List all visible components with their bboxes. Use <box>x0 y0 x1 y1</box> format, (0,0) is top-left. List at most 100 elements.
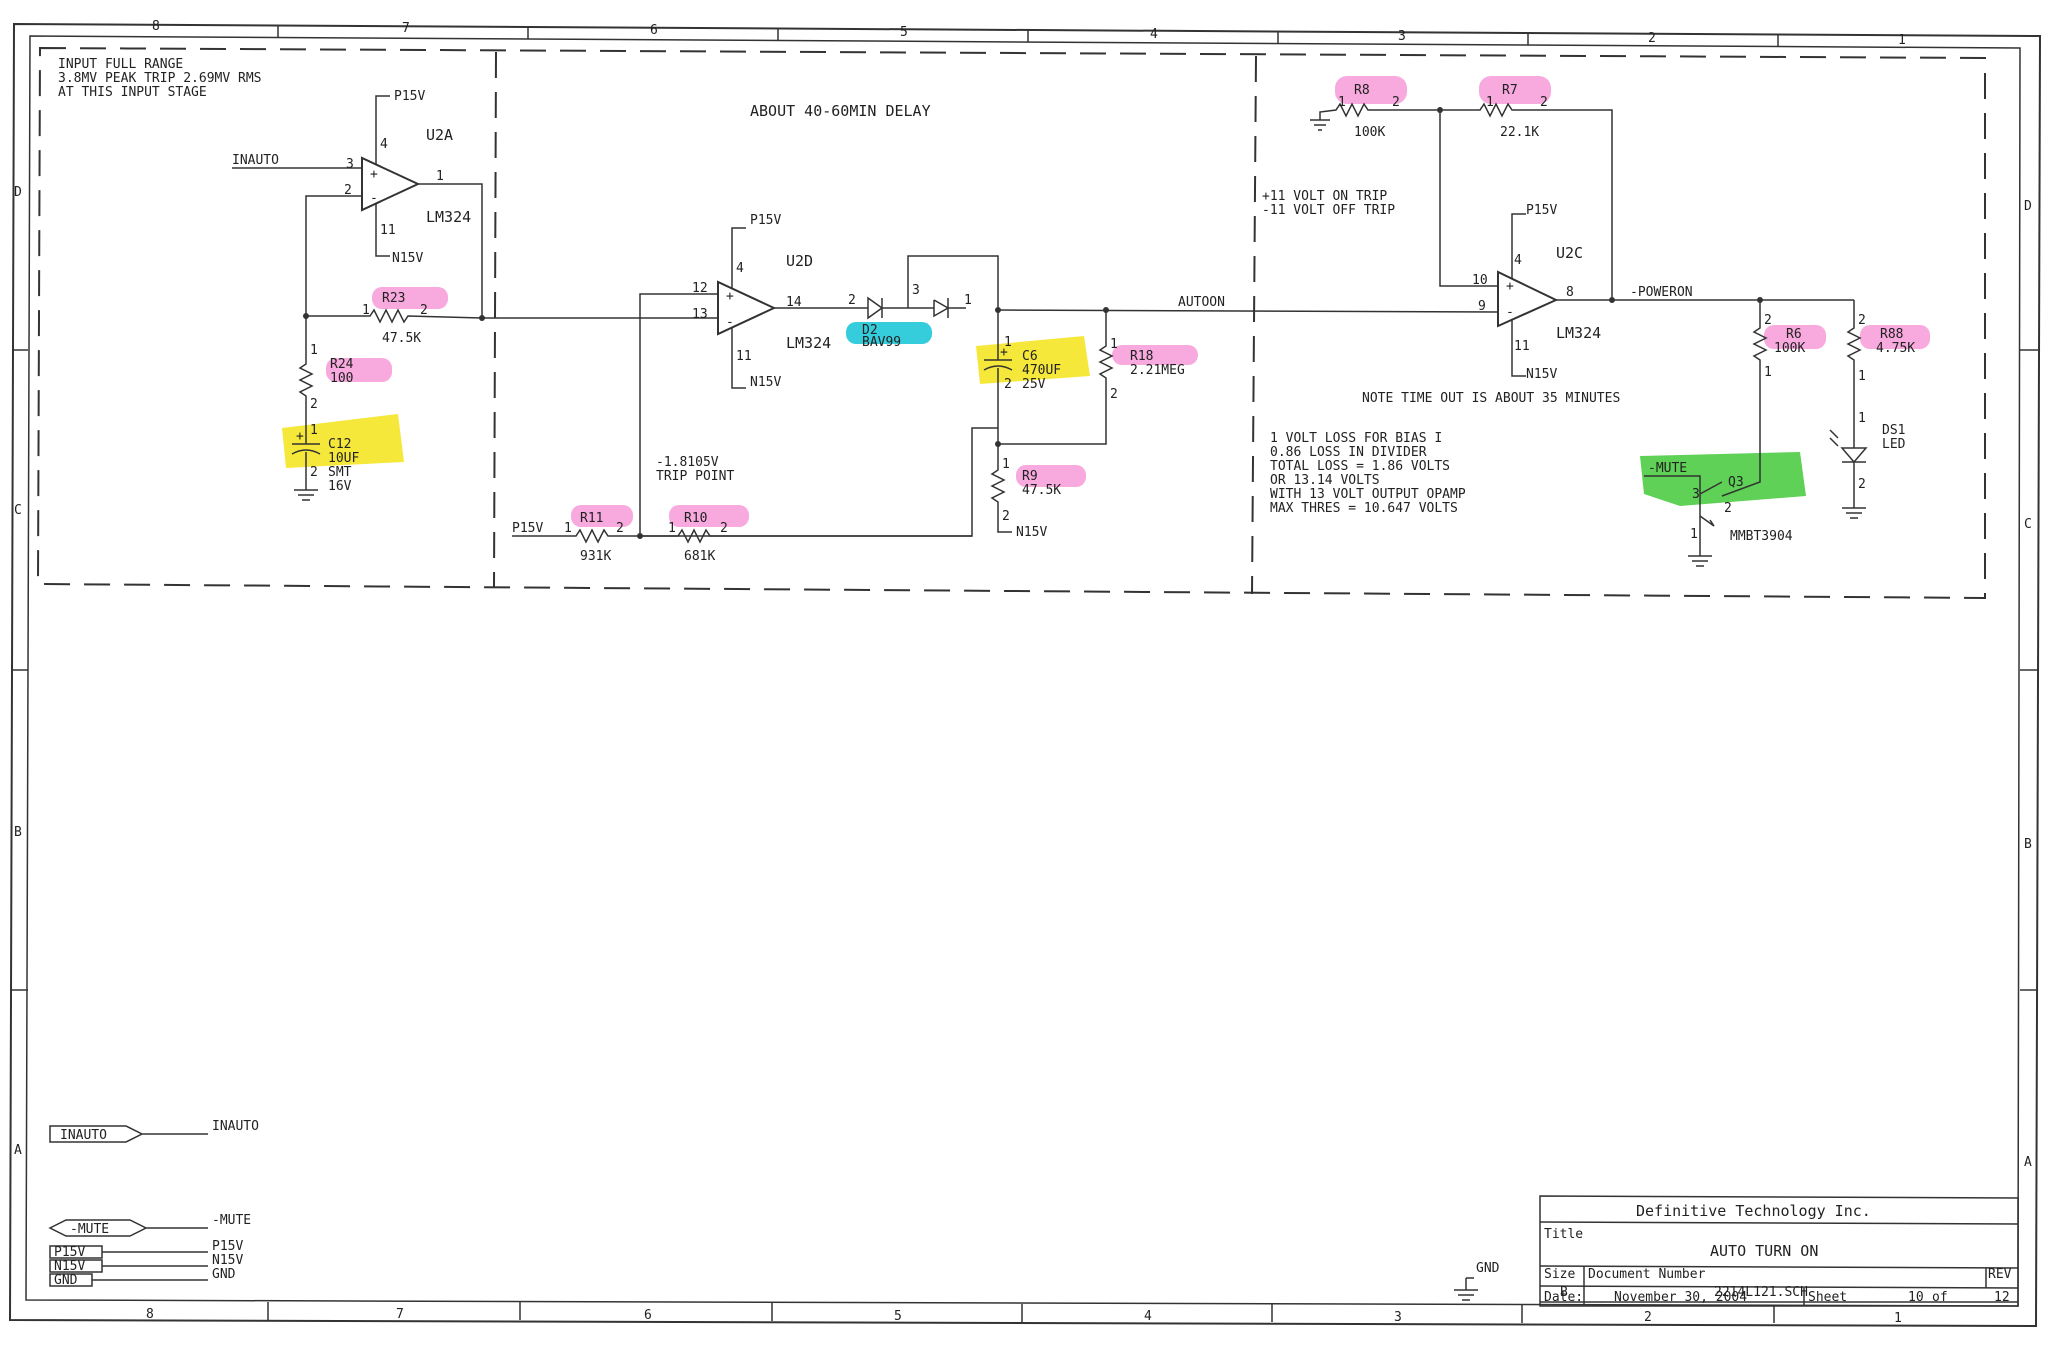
svg-text:25V: 25V <box>1022 377 1046 392</box>
capacitor-c12: + C12 10UF SMT 16V 1 2 <box>291 423 359 494</box>
svg-text:-: - <box>1506 305 1514 320</box>
resistor-r18: R18 2.21MEG 1 2 <box>995 310 1185 447</box>
svg-text:1: 1 <box>964 293 972 308</box>
svg-text:8: 8 <box>1566 285 1574 300</box>
highlights <box>282 76 1930 527</box>
svg-text:8: 8 <box>152 19 160 34</box>
svg-text:8: 8 <box>146 1307 154 1322</box>
svg-text:Title: Title <box>1544 1227 1583 1242</box>
svg-text:2: 2 <box>310 465 318 480</box>
opamp-u2a: + - U2A LM324 3 2 1 4 11 P15V N15V <box>344 89 471 266</box>
svg-text:2: 2 <box>720 521 728 536</box>
poweron-net: -POWERON <box>1556 285 1854 303</box>
svg-text:1: 1 <box>436 169 444 184</box>
svg-text:6: 6 <box>650 23 658 38</box>
svg-text:47.5K: 47.5K <box>382 331 421 346</box>
svg-text:R11: R11 <box>580 511 603 526</box>
svg-text:R23: R23 <box>382 291 405 306</box>
svg-text:4: 4 <box>1150 27 1158 42</box>
svg-text:+: + <box>370 167 378 182</box>
input-range-note: INPUT FULL RANGE 3.8MV PEAK TRIP 2.69MV … <box>58 57 262 100</box>
svg-text:OR 13.14 VOLTS: OR 13.14 VOLTS <box>1270 473 1380 488</box>
svg-text:3: 3 <box>1398 29 1406 44</box>
svg-text:AT THIS INPUT STAGE: AT THIS INPUT STAGE <box>58 85 207 100</box>
svg-text:MAX THRES = 10.647 VOLTS: MAX THRES = 10.647 VOLTS <box>1270 501 1458 516</box>
svg-text:TRIP POINT: TRIP POINT <box>656 469 734 484</box>
u2c-value: LM324 <box>1556 324 1601 342</box>
svg-text:2: 2 <box>1858 477 1866 492</box>
svg-text:1: 1 <box>1690 527 1698 542</box>
svg-text:2: 2 <box>1540 95 1548 110</box>
company-name: Definitive Technology Inc. <box>1636 1202 1871 1220</box>
svg-text:INAUTO: INAUTO <box>212 1119 259 1134</box>
svg-text:2: 2 <box>1644 1310 1652 1325</box>
svg-text:GND: GND <box>212 1267 236 1282</box>
ground-symbol-c12 <box>294 482 318 501</box>
svg-text:-: - <box>726 315 734 330</box>
resistor-r9: R9 47.5K 1 2 N15V <box>990 444 1061 540</box>
hysteresis-network <box>1310 102 1613 300</box>
svg-text:R6: R6 <box>1786 327 1802 342</box>
svg-text:P15V: P15V <box>212 1239 243 1254</box>
resistor-r23: R23 47.5K 1 2 <box>306 291 483 346</box>
svg-text:+: + <box>1000 345 1008 360</box>
svg-text:+11 VOLT ON TRIP: +11 VOLT ON TRIP <box>1262 189 1387 204</box>
svg-text:P15V: P15V <box>394 89 425 104</box>
svg-text:14: 14 <box>786 295 802 310</box>
svg-text:D: D <box>2024 199 2032 214</box>
zone-labels: 8 7 6 5 4 3 2 1 8 7 6 5 4 3 2 1 D C B A … <box>14 19 2032 1326</box>
svg-text:2: 2 <box>1764 313 1772 328</box>
resistor-r24: R24 100 1 2 <box>298 343 354 428</box>
svg-text:10UF: 10UF <box>328 451 359 466</box>
svg-text:P15V: P15V <box>512 521 543 536</box>
svg-text:2.21MEG: 2.21MEG <box>1130 363 1185 378</box>
timeout-note: NOTE TIME OUT IS ABOUT 35 MINUTES <box>1362 391 1620 406</box>
date-label: Date: <box>1544 1290 1584 1305</box>
svg-text:100K: 100K <box>1774 341 1805 356</box>
svg-text:11: 11 <box>380 223 396 238</box>
svg-text:1: 1 <box>564 521 572 536</box>
svg-text:Document Number: Document Number <box>1588 1267 1706 1282</box>
svg-text:1: 1 <box>1002 457 1010 472</box>
svg-text:7: 7 <box>396 1307 404 1322</box>
sheet-total: 12 <box>1994 1290 2010 1305</box>
svg-text:BAV99: BAV99 <box>862 335 901 350</box>
delay-note: ABOUT 40-60MIN DELAY <box>750 102 931 120</box>
svg-text:1: 1 <box>1004 335 1012 350</box>
svg-text:R18: R18 <box>1130 349 1153 364</box>
svg-text:2: 2 <box>1392 95 1400 110</box>
svg-text:4: 4 <box>380 137 388 152</box>
svg-text:SMT: SMT <box>328 465 352 480</box>
svg-text:2: 2 <box>1004 377 1012 392</box>
svg-text:1: 1 <box>310 423 318 438</box>
svg-text:3: 3 <box>1692 487 1700 502</box>
sheet-number: 10 <box>1908 1290 1924 1305</box>
svg-text:AUTOON: AUTOON <box>1178 295 1225 310</box>
svg-text:1: 1 <box>310 343 318 358</box>
svg-text:-MUTE: -MUTE <box>212 1213 251 1228</box>
svg-text:2: 2 <box>420 303 428 318</box>
opamp-u2d: + - U2D LM324 12 13 14 4 11 P15V N15V <box>692 213 831 390</box>
svg-text:-POWERON: -POWERON <box>1630 285 1693 300</box>
svg-text:10: 10 <box>1472 273 1488 288</box>
svg-text:-MUTE: -MUTE <box>1648 461 1687 476</box>
drawing-title: AUTO TURN ON <box>1710 1242 1818 1260</box>
svg-text:11: 11 <box>736 349 752 364</box>
svg-text:12: 12 <box>692 281 708 296</box>
svg-text:Size: Size <box>1544 1267 1575 1282</box>
svg-text:B: B <box>14 825 22 840</box>
svg-text:N15V: N15V <box>212 1253 243 1268</box>
svg-text:R24: R24 <box>330 357 354 372</box>
svg-text:9: 9 <box>1478 299 1486 314</box>
svg-text:R9: R9 <box>1022 469 1038 484</box>
svg-text:N15V: N15V <box>1526 367 1557 382</box>
svg-text:-11 VOLT OFF TRIP: -11 VOLT OFF TRIP <box>1262 203 1395 218</box>
autoon-net: AUTOON <box>995 295 1499 313</box>
svg-text:2: 2 <box>1002 509 1010 524</box>
svg-text:C12: C12 <box>328 437 351 452</box>
svg-text:B: B <box>1560 1285 1568 1300</box>
svg-text:3.8MV PEAK TRIP 2.69MV RMS: 3.8MV PEAK TRIP 2.69MV RMS <box>58 71 262 86</box>
svg-text:2: 2 <box>616 521 624 536</box>
svg-text:+: + <box>726 289 734 304</box>
